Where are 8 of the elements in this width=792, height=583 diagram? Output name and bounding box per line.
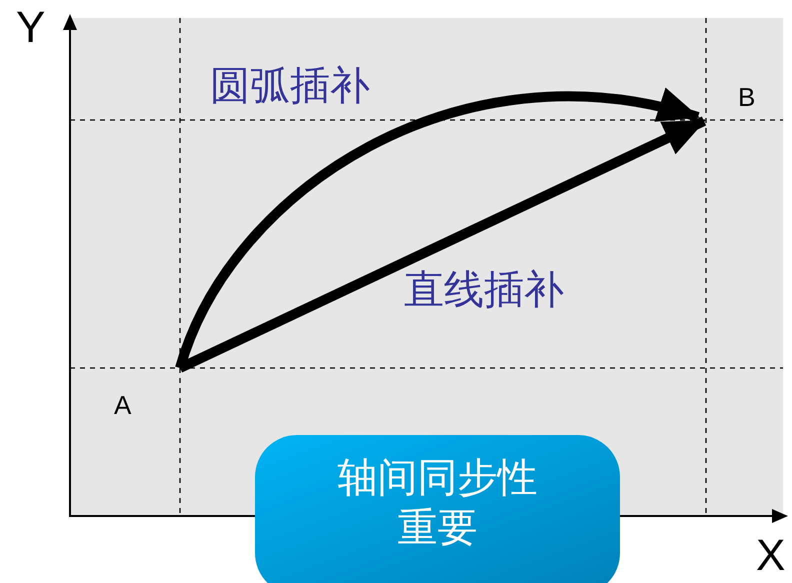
point-label: B (738, 82, 756, 113)
axis-label: X (756, 534, 786, 578)
point-label: A (114, 390, 132, 421)
callout-box (255, 435, 620, 583)
callout-text: 轴间同步性重要 (336, 454, 538, 553)
axis-label: Y (16, 6, 46, 50)
edge-label: 圆弧插补 (210, 64, 370, 108)
edge-label: 直线插补 (404, 268, 564, 312)
